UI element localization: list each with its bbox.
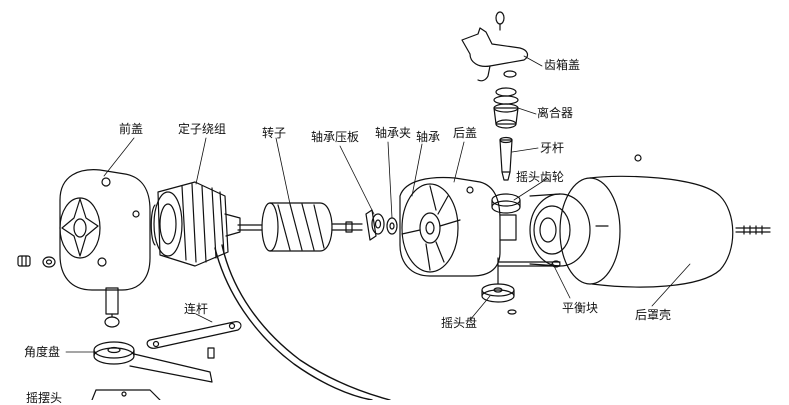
front-cover-part [59, 169, 151, 328]
bearing-group-part [365, 209, 398, 241]
left-bolt-part [17, 255, 56, 268]
leader-lines [65, 55, 691, 353]
rear-shell-part [559, 154, 771, 288]
gearbox-cover-part [461, 11, 529, 82]
worm-shaft-part [499, 136, 513, 181]
label-worm-shaft: 牙杆 [540, 141, 565, 155]
label-gearbox-cover: 齿箱盖 [544, 58, 581, 72]
label-bearing: 轴承 [416, 130, 441, 144]
swing-gear-part [491, 193, 521, 214]
label-rotor: 转子 [262, 126, 287, 140]
label-bearing-clip: 轴承夹 [375, 126, 412, 140]
label-stator: 定子绕组 [178, 122, 227, 136]
counterweight-part [529, 193, 609, 267]
clutch-part [493, 87, 519, 129]
label-front-cover: 前盖 [119, 122, 144, 136]
angle-disc-part [91, 341, 213, 400]
link-rod-part [146, 321, 242, 359]
label-link-rod: 连杆 [184, 302, 209, 316]
label-swing-gear: 摇头齿轮 [516, 170, 565, 184]
stator-part [150, 181, 391, 400]
label-angle-disc: 角度盘 [24, 345, 61, 359]
label-bearing-plate: 轴承压板 [311, 130, 360, 144]
label-rear-cover: 后盖 [453, 126, 478, 140]
label-clutch: 离合器 [537, 106, 574, 120]
rear-cover-part [399, 176, 517, 277]
label-swing-disc: 摇头盘 [441, 316, 478, 330]
label-counterweight: 平衡块 [562, 301, 599, 315]
label-bottom-partial: 摇摆头 [26, 391, 63, 405]
rotor-part [237, 202, 363, 252]
swing-disc-part [481, 257, 561, 315]
label-rear-shell: 后罩壳 [635, 308, 672, 322]
